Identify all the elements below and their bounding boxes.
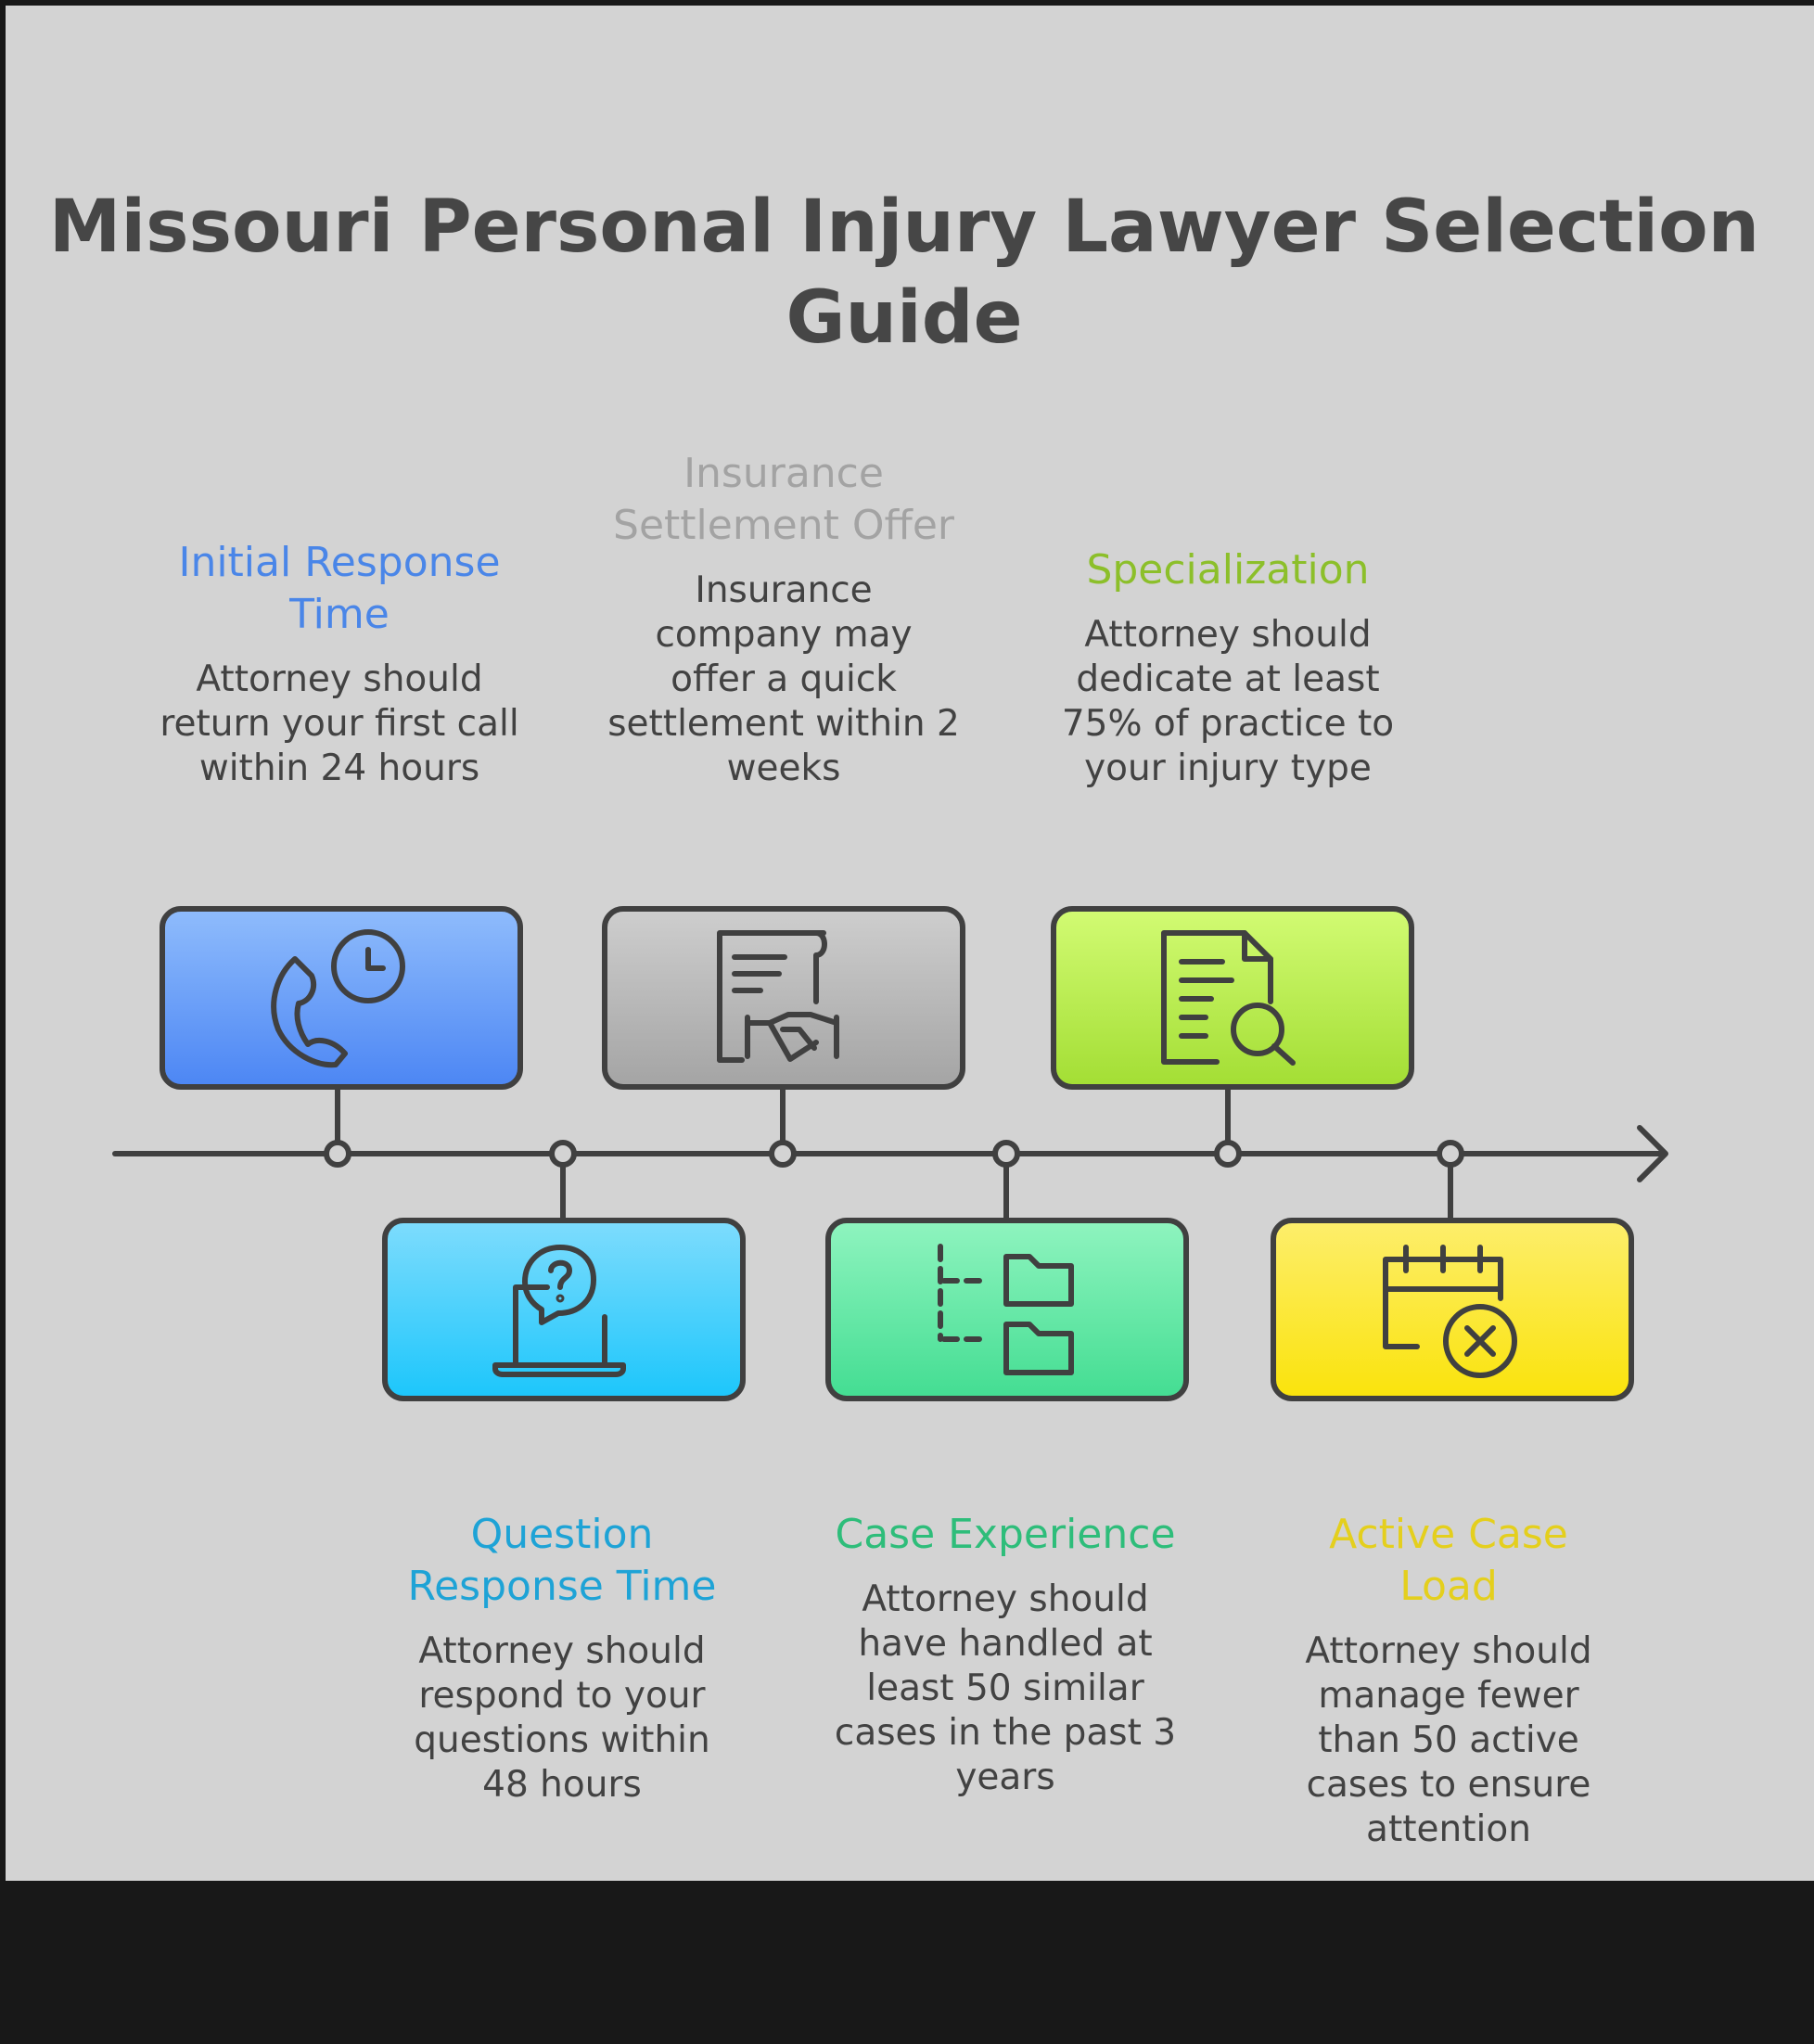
milestone-heading: Active Case Load: [1329, 1511, 1568, 1610]
milestone-heading: Insurance Settlement Offer: [613, 450, 954, 549]
milestone-description: Attorney should dedicate at least 75% of…: [1061, 614, 1395, 789]
page-title: Missouri Personal Injury Lawyer Selectio…: [48, 185, 1760, 360]
timeline-node: [549, 1140, 577, 1168]
milestone-box-case-experience: [825, 1218, 1189, 1401]
milestone-description: Attorney should respond to your question…: [414, 1630, 710, 1806]
milestone-description: Attorney should manage fewer than 50 act…: [1305, 1630, 1592, 1850]
milestone-heading: Case Experience: [835, 1511, 1176, 1558]
milestone-description: Attorney should have handled at least 50…: [834, 1578, 1177, 1798]
milestone-text-case-experience: Case Experience Attorney should have han…: [829, 1509, 1182, 1800]
milestone-text-active-case-load: Active Case Load Attorney should manage …: [1291, 1509, 1606, 1852]
document-search-icon: [1161, 930, 1296, 1066]
milestone-heading: Initial Response Time: [178, 539, 501, 638]
milestone-description: Attorney should return your first call w…: [160, 658, 519, 789]
milestone-description: Insurance company may offer a quick sett…: [607, 569, 960, 789]
milestone-text-insurance-settlement: Insurance Settlement Offer Insurance com…: [607, 448, 960, 791]
milestone-text-question-response: Question Response Time Attorney should r…: [386, 1509, 738, 1808]
milestone-heading: Question Response Time: [407, 1511, 717, 1610]
milestone-heading: Specialization: [1086, 546, 1370, 594]
milestone-box-initial-response: [160, 906, 523, 1090]
laptop-question-icon: [492, 1245, 626, 1377]
milestone-text-specialization: Specialization Attorney should dedicate …: [1052, 544, 1404, 791]
timeline-arrowhead: [1637, 1125, 1668, 1182]
folder-tree-icon: [938, 1244, 1074, 1375]
milestone-box-specialization: [1051, 906, 1414, 1090]
timeline-node: [769, 1140, 797, 1168]
milestone-text-initial-response: Initial Response Time Attorney should re…: [145, 537, 534, 791]
milestone-box-question-response: [382, 1218, 746, 1401]
timeline-node: [992, 1140, 1020, 1168]
milestone-box-insurance-settlement: [602, 906, 965, 1090]
timeline-node: [1214, 1140, 1242, 1168]
phone-clock-icon: [271, 929, 405, 1068]
timeline-node: [324, 1140, 351, 1168]
timeline-node: [1437, 1140, 1464, 1168]
milestone-box-active-case-load: [1271, 1218, 1634, 1401]
calendar-cancel-icon: [1383, 1245, 1517, 1378]
contract-handshake-icon: [717, 930, 839, 1063]
